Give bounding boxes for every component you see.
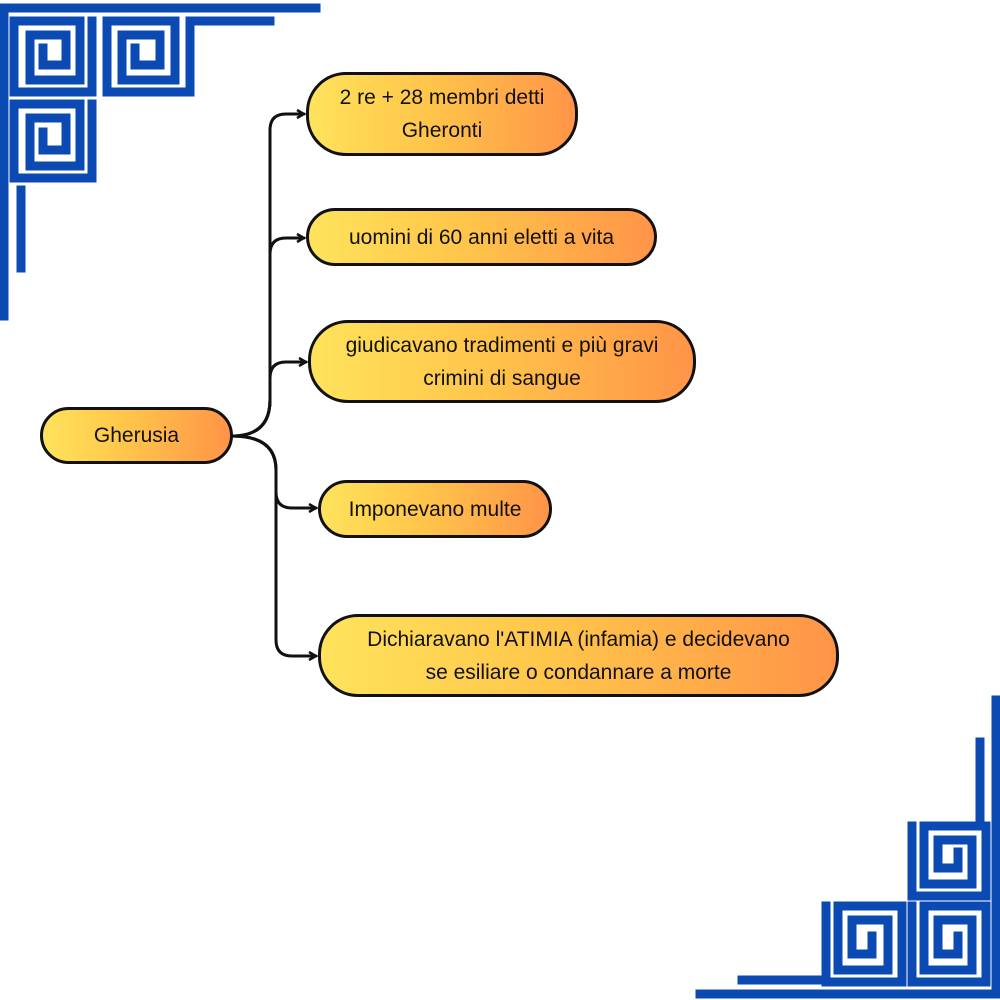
branch-node-line: Gheronti bbox=[401, 119, 483, 142]
greek-key-corner-bottom-right bbox=[695, 695, 1000, 999]
branch-node-line: giudicavano tradimenti e più gravi bbox=[345, 333, 659, 357]
branch-node-members: 2 re + 28 membri detti Gheronti bbox=[306, 72, 578, 156]
connector-2 bbox=[230, 238, 304, 438]
connector-1 bbox=[230, 114, 304, 438]
connector-3 bbox=[230, 362, 306, 438]
branch-node-line: uomini di 60 anni eletti a vita bbox=[349, 225, 614, 249]
branch-node-judged-treason: giudicavano tradimenti e più gravi crimi… bbox=[308, 320, 696, 403]
branch-node-line: Imponevano multe bbox=[348, 497, 522, 521]
branch-node-line: crimini di sangue bbox=[423, 366, 581, 390]
greek-key-corner-top-left bbox=[0, 3, 321, 321]
root-node-gherusia: Gherusia bbox=[40, 407, 233, 464]
branch-node-line: se esiliare o condannare a morte bbox=[425, 660, 732, 684]
connector-5 bbox=[230, 434, 316, 656]
branch-node-elected-for-life: uomini di 60 anni eletti a vita bbox=[306, 208, 657, 266]
connector-4 bbox=[230, 434, 316, 508]
root-node-label: Gherusia bbox=[93, 424, 180, 447]
branch-node-line: 2 re + 28 membri detti bbox=[339, 86, 545, 109]
branch-node-imposed-fines: Imponevano multe bbox=[318, 480, 552, 538]
branch-node-line: Dichiaravano l'ATIMIA (infamia) e decide… bbox=[367, 627, 790, 651]
branch-node-atimia: Dichiaravano l'ATIMIA (infamia) e decide… bbox=[318, 614, 839, 697]
